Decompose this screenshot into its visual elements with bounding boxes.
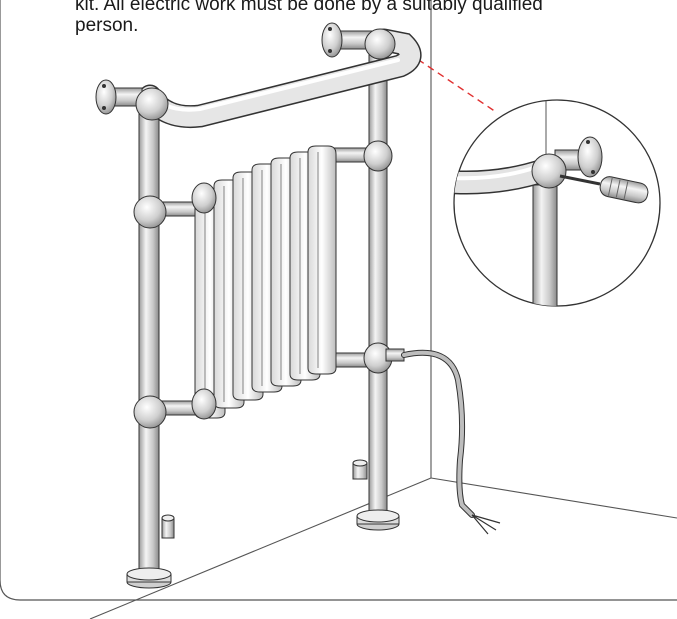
joint-top-left [135, 87, 169, 121]
valve-stub-right [352, 459, 368, 480]
joint-left-lower [133, 395, 167, 429]
left-post [126, 99, 172, 589]
joint-top-right [364, 28, 396, 60]
detail-leader-line [397, 45, 497, 113]
joint-left-upper [133, 195, 167, 229]
detail-magnifier [453, 99, 661, 307]
valve-bottom-left [191, 388, 217, 420]
joint-right-upper [363, 140, 393, 172]
valve-top-left [191, 182, 217, 214]
wall-bracket-left [95, 79, 143, 115]
valve-stub-left [161, 514, 175, 539]
wall-bracket-right [321, 22, 375, 58]
radiator-columns [194, 145, 337, 419]
element-cable [385, 348, 501, 535]
instruction-text-line-1: kit. All electric work must be done by a… [75, 0, 543, 15]
instruction-text-line-2: person. [75, 15, 139, 36]
panel-frame [0, 0, 677, 601]
right-post [356, 54, 400, 531]
